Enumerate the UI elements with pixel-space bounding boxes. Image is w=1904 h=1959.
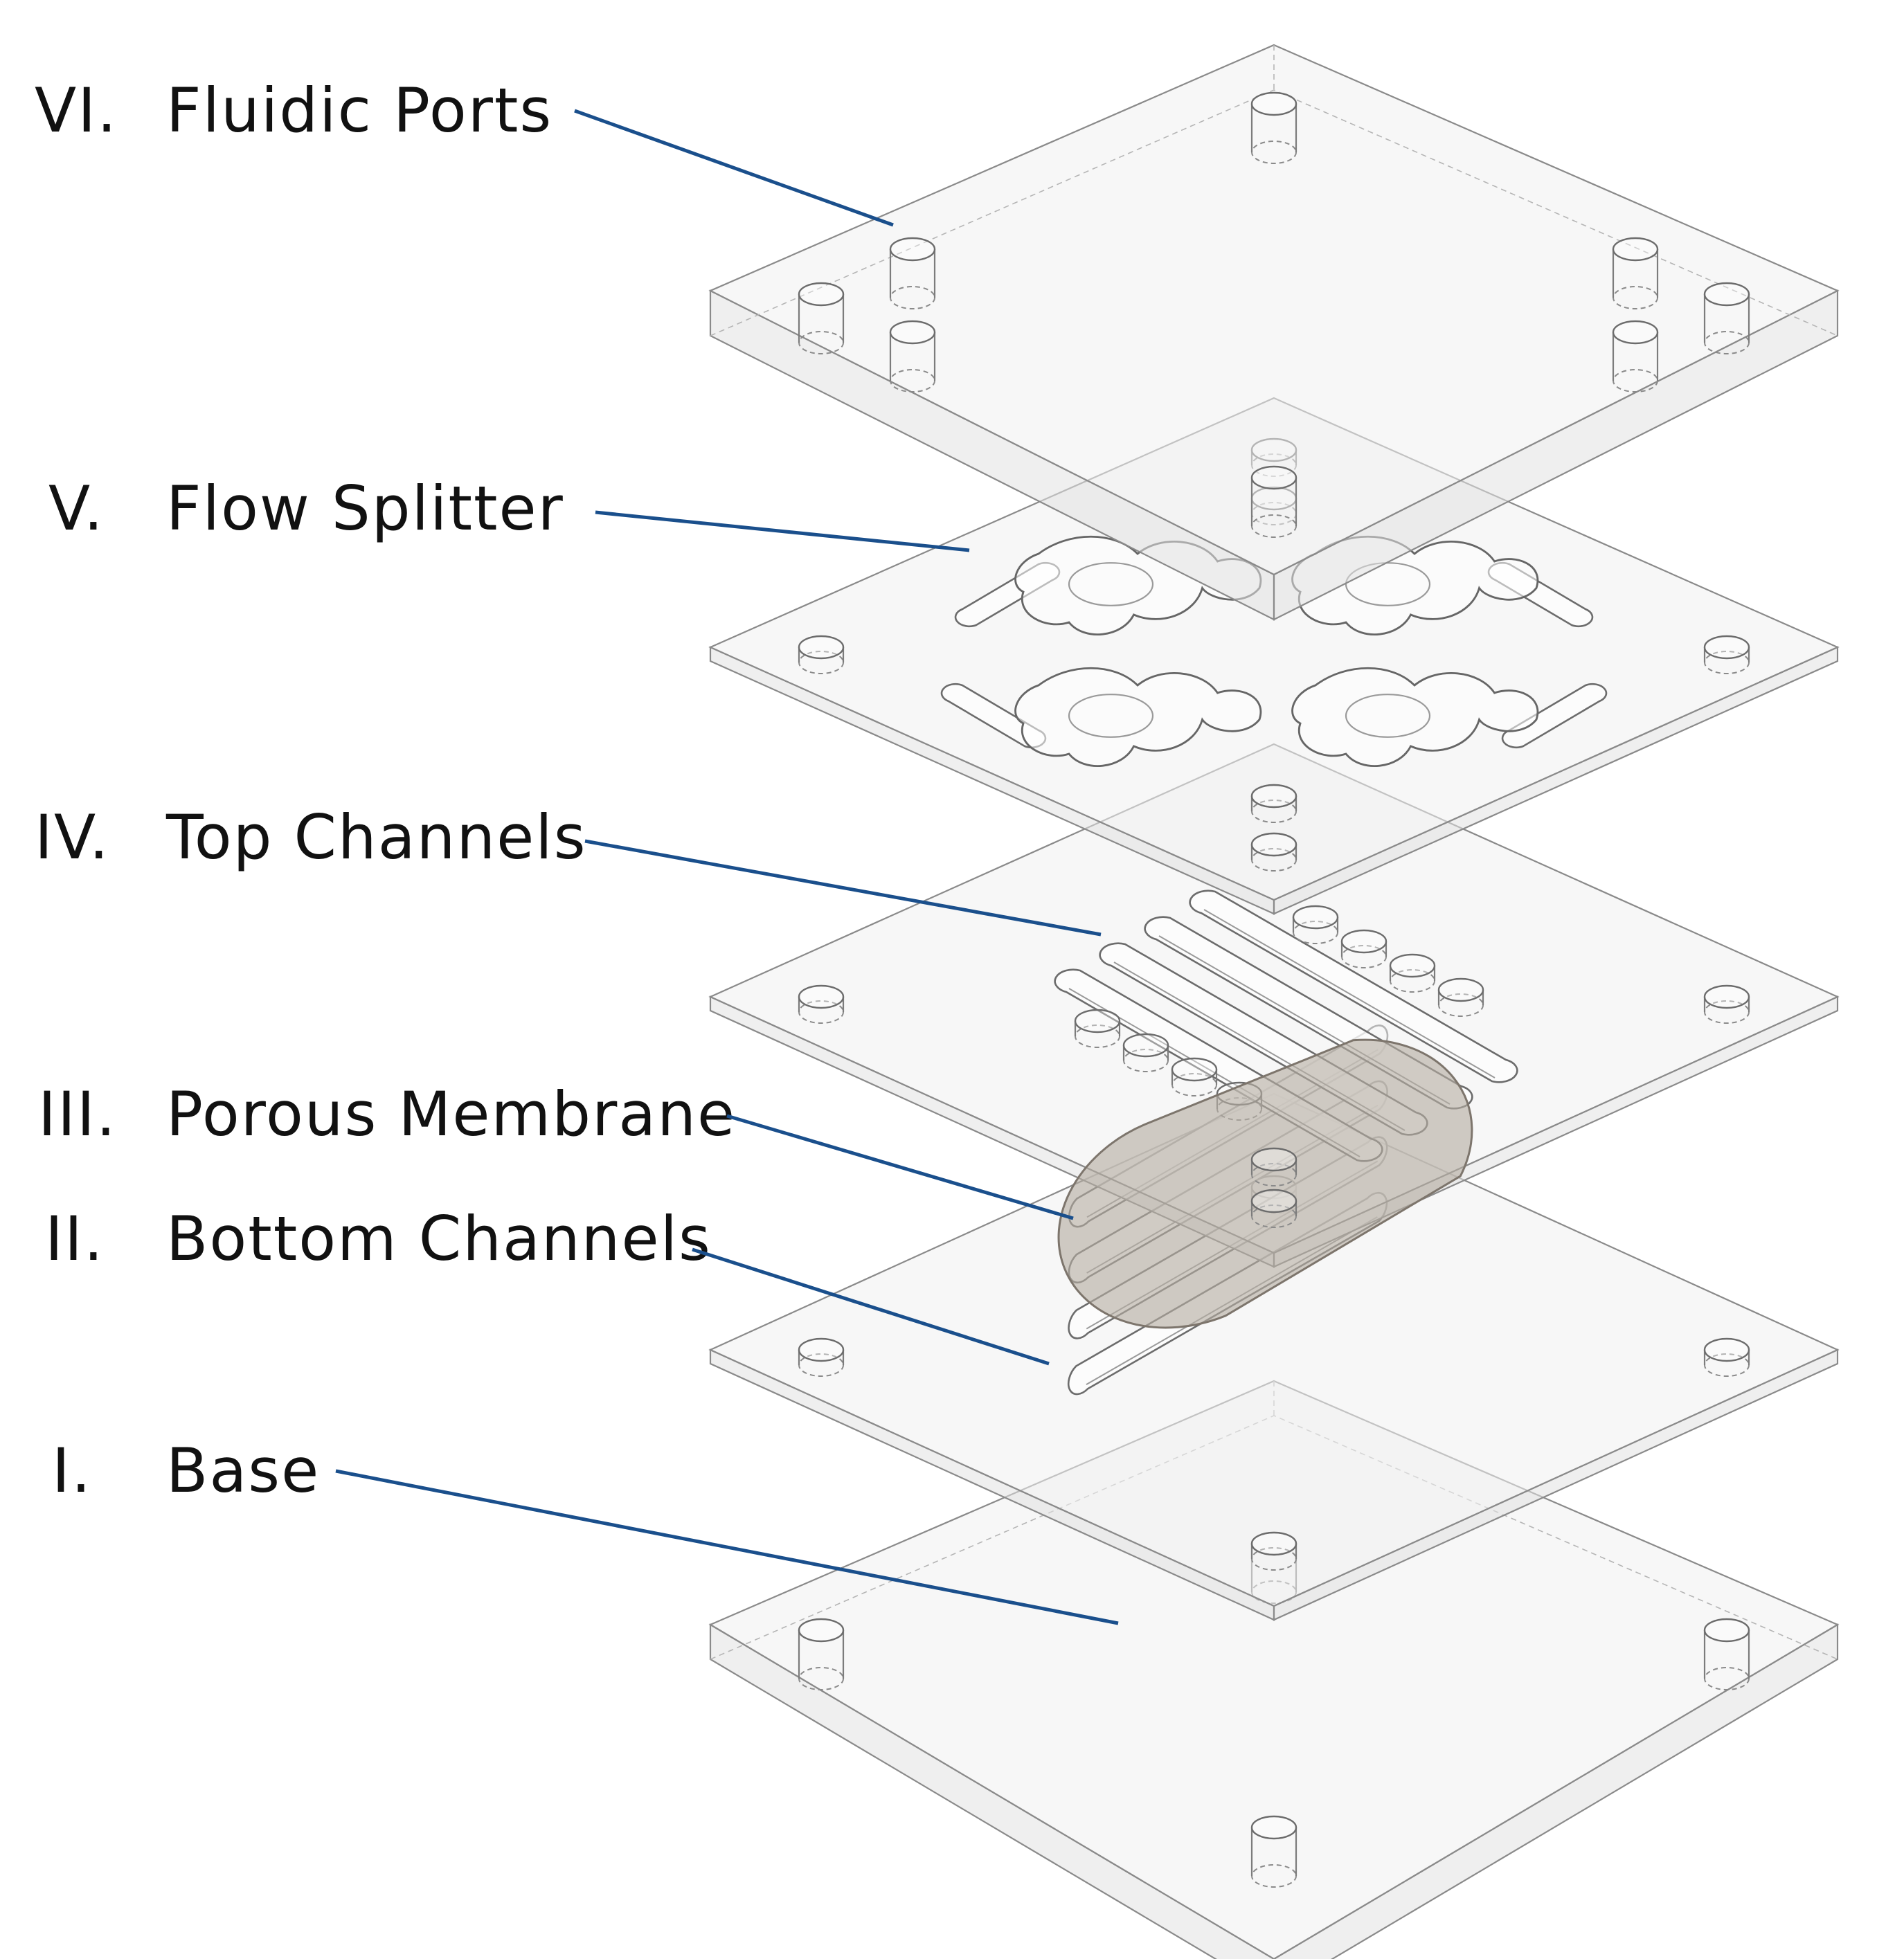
label-name-flow-splitter: Flow Splitter: [166, 473, 564, 544]
label-name-top-channels: Top Channels: [165, 802, 587, 873]
label-name-bottom-channels: Bottom Channels: [166, 1203, 712, 1274]
label-top-channels: IV. Top Channels: [35, 802, 1102, 937]
label-numeral-v: V.: [48, 473, 105, 544]
layer-porous-membrane: [1057, 1038, 1473, 1329]
label-fluidic-ports: VI. Fluidic Ports: [35, 75, 894, 227]
label-name-porous-membrane: Porous Membrane: [166, 1078, 736, 1150]
label-numeral-ii: II.: [45, 1203, 105, 1274]
label-flow-splitter: V. Flow Splitter: [48, 473, 970, 552]
leader-line-base: [335, 1469, 1119, 1625]
leader-line-top-channels: [584, 839, 1102, 937]
label-numeral-iii: III.: [38, 1078, 117, 1150]
label-base: I. Base: [52, 1435, 1119, 1625]
label-numeral-iv: IV.: [35, 802, 110, 873]
layer-base: [708, 1380, 1840, 1959]
layer-bottom-channels: [708, 935, 1840, 1621]
leader-line-bottom-channels: [692, 1247, 1050, 1366]
label-name-base: Base: [166, 1435, 320, 1506]
label-porous-membrane: III. Porous Membrane: [38, 1078, 1074, 1220]
label-name-fluidic-ports: Fluidic Ports: [166, 75, 553, 146]
label-bottom-channels: II. Bottom Channels: [45, 1203, 1050, 1366]
label-numeral-i: I.: [52, 1435, 92, 1506]
leader-line-fluidic-ports: [574, 109, 894, 227]
leader-line-porous-membrane: [726, 1114, 1074, 1220]
label-numeral-vi: VI.: [35, 75, 118, 146]
leader-line-flow-splitter: [595, 510, 970, 552]
layer-fluidic-ports: [708, 44, 1840, 621]
layer-flow-splitter: [708, 397, 1840, 915]
